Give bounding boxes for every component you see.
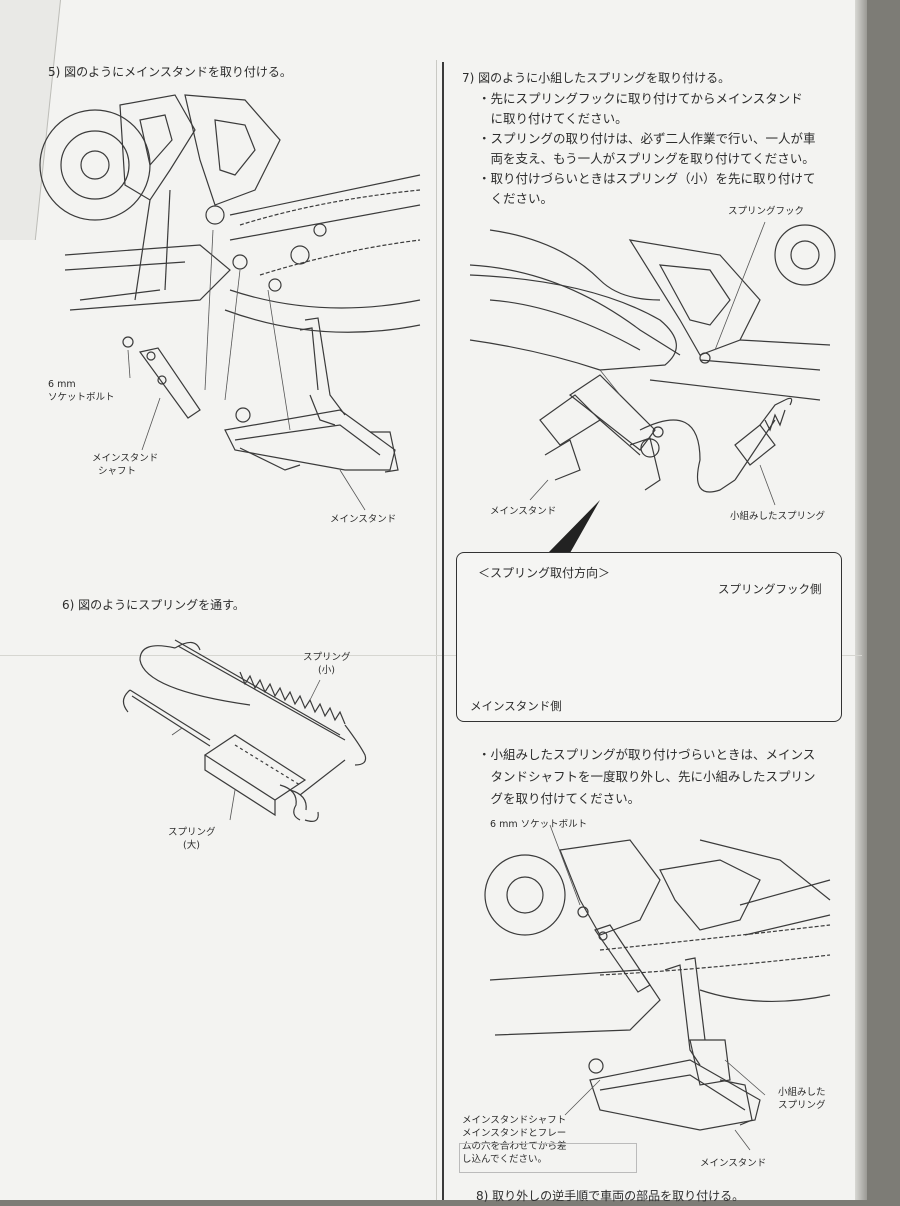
label-assembled-spring-7: 小組みしたスプリング bbox=[730, 511, 826, 522]
label-shaft-note-1: メインスタンドシャフト bbox=[462, 1115, 567, 1126]
label-spring-large-1: スプリング bbox=[168, 827, 216, 838]
step7-line-3: ・スプリングの取り付けは、必ず二人作業で行い、一人が車 bbox=[478, 131, 816, 146]
label-6mm: 6 mm bbox=[48, 379, 76, 390]
label-assembled-spring-8-1: 小組みした bbox=[778, 1087, 826, 1098]
callout-stand-side: メインスタンド側 bbox=[470, 699, 562, 713]
label-main-stand-shaft-1: メインスタンド bbox=[92, 453, 159, 464]
page-edge-shadow bbox=[855, 0, 867, 1200]
figure8-illustration bbox=[484, 824, 831, 1151]
label-shaft-note-3: ムの穴を合わせてから差 bbox=[462, 1141, 567, 1152]
step7-title: 7) 図のように小組したスプリングを取り付ける。 bbox=[462, 71, 731, 85]
label-main-stand-8: メインスタンド bbox=[700, 1158, 767, 1169]
figure5-illustration bbox=[39, 94, 421, 511]
step5-title: 5) 図のようにメインスタンドを取り付ける。 bbox=[48, 65, 292, 79]
faint-label-box bbox=[459, 1143, 637, 1173]
step7-line-2: に取り付けてください。 bbox=[478, 111, 628, 126]
note-line-3: グを取り付けてください。 bbox=[478, 791, 641, 806]
label-spring-small-1: スプリング bbox=[303, 652, 351, 663]
step7-line-1: ・先にスプリングフックに取り付けてからメインスタンド bbox=[478, 91, 803, 106]
note-line-2: タンドシャフトを一度取り外し、先に小組みしたスプリン bbox=[478, 769, 816, 784]
label-main-stand-7: メインスタンド bbox=[490, 506, 557, 517]
step6-title: 6) 図のようにスプリングを通す。 bbox=[62, 598, 245, 612]
paper-fold-horizontal bbox=[0, 655, 862, 656]
label-6mm-socket-bolt-8: 6 mm ソケットボルト bbox=[490, 819, 588, 830]
column-divider bbox=[442, 62, 444, 1200]
label-spring-hook: スプリングフック bbox=[728, 206, 805, 217]
label-assembled-spring-8-2: スプリング bbox=[778, 1100, 826, 1111]
label-shaft-note-2: メインスタンドとフレー bbox=[462, 1128, 567, 1139]
callout-title: ＜スプリング取付方向＞ bbox=[478, 566, 611, 580]
figure6-illustration bbox=[122, 639, 367, 822]
spring-direction-callout bbox=[456, 552, 842, 722]
figure7-illustration bbox=[469, 221, 836, 553]
step7-line-6: ください。 bbox=[478, 191, 554, 206]
paper-fold-vertical bbox=[436, 60, 437, 1200]
label-spring-large-2: (大) bbox=[183, 840, 200, 851]
step7-line-4: 両を支え、もう一人がスプリングを取り付けてください。 bbox=[478, 151, 815, 166]
label-shaft-note-4: し込んでください。 bbox=[462, 1154, 548, 1165]
label-socket-bolt: ソケットボルト bbox=[48, 392, 115, 403]
note-line-1: ・小組みしたスプリングが取り付けづらいときは、メインス bbox=[478, 747, 816, 762]
label-main-stand-shaft-2: シャフト bbox=[98, 466, 137, 477]
label-main-stand-5: メインスタンド bbox=[330, 514, 397, 525]
callout-hook-side: スプリングフック側 bbox=[718, 582, 822, 596]
step7-line-5: ・取り付けづらいときはスプリング（小）を先に取り付けて bbox=[478, 171, 816, 186]
step8-title: 8) 取り外しの逆手順で車両の部品を取り付ける。 bbox=[476, 1189, 745, 1203]
label-spring-small-2: (小) bbox=[318, 665, 335, 676]
